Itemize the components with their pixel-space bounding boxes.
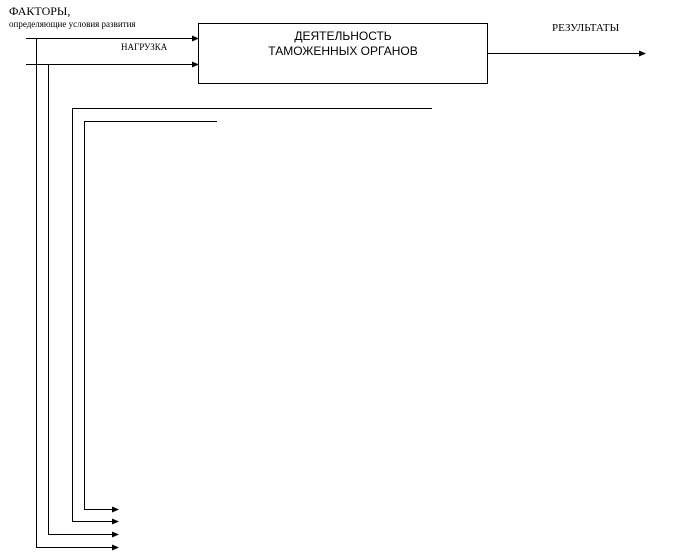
feedback-arrowhead-4 <box>112 506 119 513</box>
results-label: РЕЗУЛЬТАТЫ <box>552 22 620 34</box>
results-output-arrowhead <box>639 50 646 57</box>
activity-box-title-line1: ДЕЯТЕЛЬНОСТЬ <box>294 29 391 43</box>
feedback-arrowhead-2 <box>112 531 119 538</box>
load-label: НАГРУЗКА <box>121 42 168 52</box>
factors-input-arrowhead <box>192 35 199 42</box>
factors-sublabel: определяющие условия развития <box>9 19 136 29</box>
activity-box-title-line2: ТАМОЖЕННЫХ ОРГАНОВ <box>268 44 417 58</box>
feedback-arrowhead-3 <box>112 518 119 525</box>
feedback-arrowhead-1 <box>112 544 119 551</box>
factors-label: ФАКТОРЫ, <box>9 4 70 18</box>
load-input-arrowhead <box>192 61 199 68</box>
